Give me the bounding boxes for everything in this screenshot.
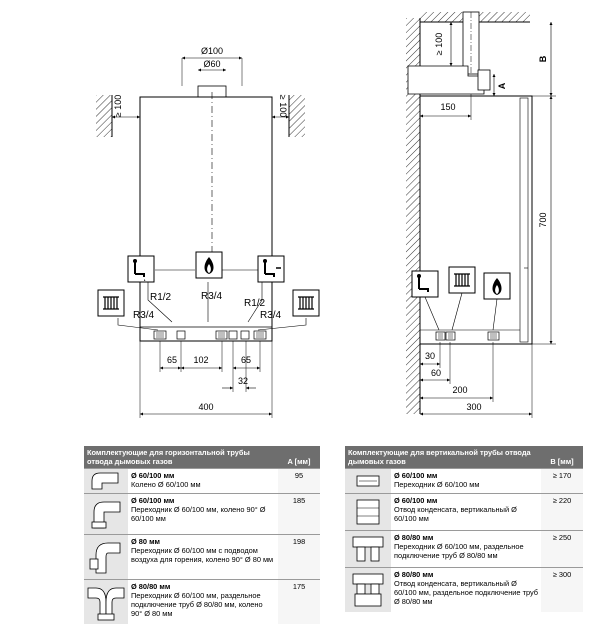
label-b: B xyxy=(538,55,548,62)
right-wall-hatch xyxy=(289,95,305,137)
accessory-name: Ø 80/80 мм xyxy=(131,582,171,591)
header-value: B [мм] xyxy=(541,446,584,469)
accessory-desc: Переходник Ø 60/100 мм xyxy=(394,480,480,489)
accessory-name: Ø 80 мм xyxy=(131,537,161,546)
radiator-icon-right xyxy=(292,289,320,317)
front-view: Ø100 Ø60 ≥ 100 ≥ 100 xyxy=(96,46,320,418)
accessory-name: Ø 60/100 мм xyxy=(394,496,438,505)
dim-boiler-depth: 300 xyxy=(466,402,481,412)
dim-side-60: 60 xyxy=(431,368,441,378)
dim-connection-65-right: 65 xyxy=(241,355,251,365)
side-radiator-icon xyxy=(448,266,476,294)
left-wall-hatch xyxy=(96,95,112,137)
accessory-value: ≥ 220 xyxy=(541,493,584,531)
accessory-name: Ø 60/100 мм xyxy=(131,471,175,480)
dim-flue-offset-150: 150 xyxy=(440,102,455,112)
hot-water-tap-icon xyxy=(127,255,155,283)
accessory-pic-condensate-drain xyxy=(345,493,391,531)
vertical-flue-accessories-table: Комплектующие для вертикальной трубы отв… xyxy=(345,446,584,612)
accessory-pic-split-connection xyxy=(84,579,128,624)
dim-connection-65-left: 65 xyxy=(167,355,177,365)
accessory-value: 95 xyxy=(278,468,321,494)
dim-connection-102: 102 xyxy=(193,355,208,365)
installation-drawing: Ø100 Ø60 ≥ 100 ≥ 100 xyxy=(96,11,556,418)
accessory-value: ≥ 300 xyxy=(541,567,584,612)
accessory-pic-condensate-split xyxy=(345,567,391,612)
dim-boiler-width: 400 xyxy=(198,402,213,412)
accessory-desc: Переходник Ø 60/100 мм с подводом воздух… xyxy=(131,546,274,564)
boiler-side-outline xyxy=(419,95,533,345)
dim-flue-inner-diameter: Ø60 xyxy=(203,59,220,69)
label-gas-thread: R3/4 xyxy=(201,291,223,302)
connector-boxes xyxy=(153,330,267,340)
label-heating-return-thread: R3/4 xyxy=(260,310,282,321)
radiator-icon-left xyxy=(97,289,125,317)
cold-water-tap-icon xyxy=(257,255,285,283)
label-hot-water-thread: R1/2 xyxy=(150,292,172,303)
accessory-name: Ø 80/80 мм xyxy=(394,533,434,542)
accessory-pic-adapter-elbow xyxy=(84,493,128,535)
accessory-pic-split-adapter xyxy=(345,530,391,568)
side-connector-boxes xyxy=(435,331,500,341)
header-title: Комплектующие для вертикальной трубы отв… xyxy=(345,446,542,469)
side-hot-water-icon xyxy=(411,270,439,298)
accessory-desc: Отвод конденсата, вертикальный Ø 60/100 … xyxy=(394,579,539,606)
accessory-value: 185 xyxy=(278,493,321,535)
side-view: ≥ 100 A B 150 700 xyxy=(406,11,556,418)
label-heating-flow-thread: R3/4 xyxy=(133,310,155,321)
accessory-desc: Отвод конденсата, вертикальный Ø 60/100 … xyxy=(394,505,517,523)
side-gas-flame-icon xyxy=(483,272,511,300)
accessory-value: ≥ 170 xyxy=(541,468,584,494)
accessory-value: 198 xyxy=(278,534,321,580)
accessory-pic-vertical-adapter xyxy=(345,468,391,494)
dim-side-200: 200 xyxy=(452,385,467,395)
dim-flue-outer-diameter: Ø100 xyxy=(201,46,223,56)
table-header: Комплектующие для горизонтальной трубы о… xyxy=(84,446,321,469)
horizontal-flue-accessories-table: Комплектующие для горизонтальной трубы о… xyxy=(84,446,321,624)
dim-clearance-right: ≥ 100 xyxy=(278,95,288,117)
gas-flame-icon xyxy=(195,251,223,279)
header-title: Комплектующие для горизонтальной трубы о… xyxy=(84,446,279,469)
dim-clearance-left: ≥ 100 xyxy=(113,95,123,117)
dim-top-clearance: ≥ 100 xyxy=(434,33,444,55)
accessory-value: 175 xyxy=(278,579,321,624)
accessory-desc: Переходник Ø 60/100 мм, раздельное подкл… xyxy=(131,591,263,618)
accessory-name: Ø 60/100 мм xyxy=(131,496,175,505)
accessory-desc: Переходник Ø 60/100 мм, колено 90° Ø 60/… xyxy=(131,505,266,523)
dim-side-30: 30 xyxy=(425,351,435,361)
dim-connection-32: 32 xyxy=(238,376,248,386)
accessory-value: ≥ 250 xyxy=(541,530,584,568)
accessory-pic-air-intake-adapter xyxy=(84,534,128,580)
label-a: A xyxy=(497,82,507,89)
accessory-desc: Переходник Ø 60/100 мм, раздельное подкл… xyxy=(394,542,524,560)
table-header: Комплектующие для вертикальной трубы отв… xyxy=(345,446,584,469)
accessory-name: Ø 80/80 мм xyxy=(394,570,434,579)
header-value: A [мм] xyxy=(278,446,321,469)
accessory-desc: Колено Ø 60/100 мм xyxy=(131,480,201,489)
label-cold-water-thread: R1/2 xyxy=(244,298,266,309)
rear-wall-hatch xyxy=(406,18,420,414)
accessory-name: Ø 60/100 мм xyxy=(394,471,438,480)
accessory-pic-elbow xyxy=(84,468,128,494)
dim-boiler-height: 700 xyxy=(538,212,548,227)
